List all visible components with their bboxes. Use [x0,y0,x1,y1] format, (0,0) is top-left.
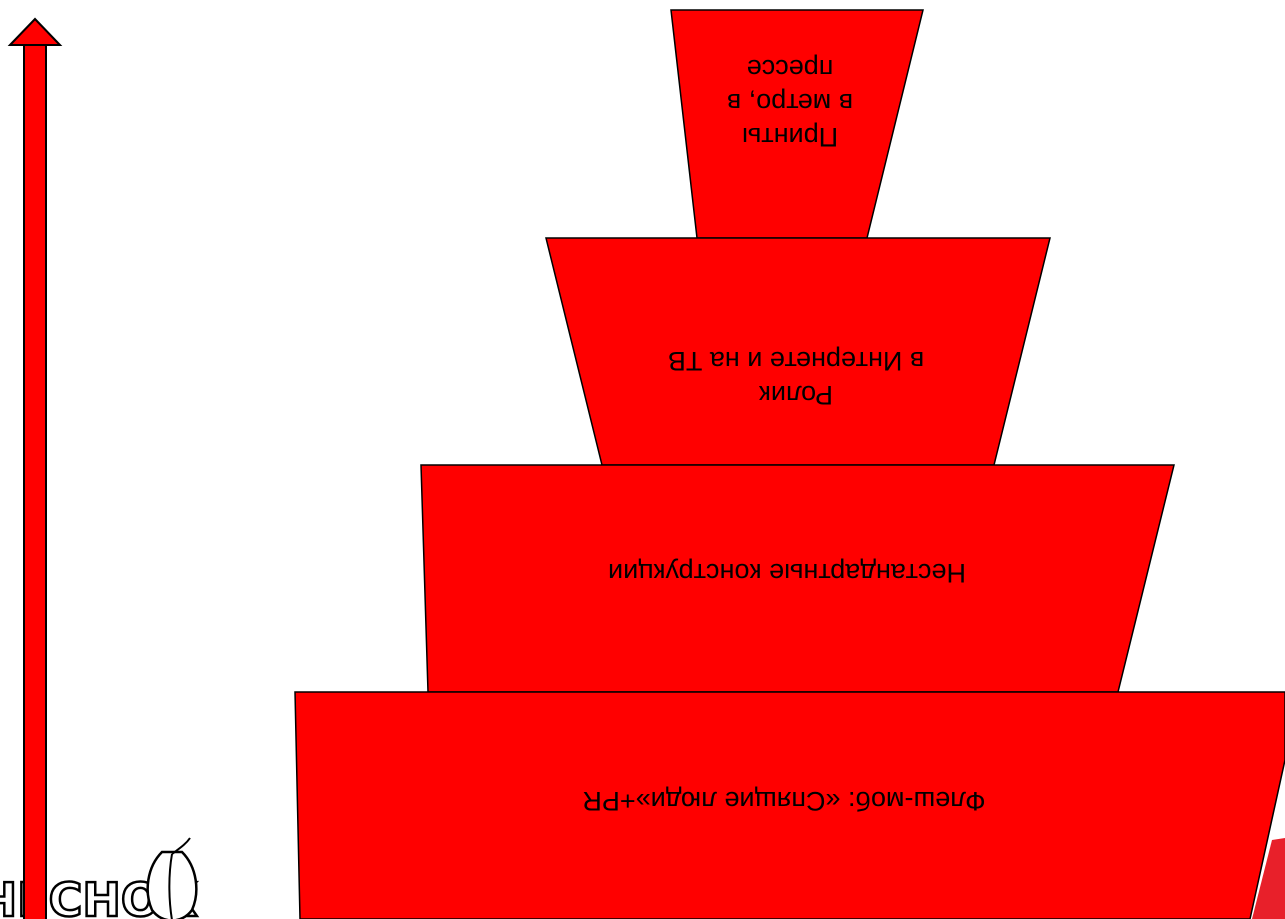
garlic-icon [146,837,198,919]
arrow-up-icon [7,17,63,919]
tier-4 [294,691,1285,919]
tier-1-line-3: прессе [747,54,834,84]
tier-4-line-1: Флеш-моб: «Спящие люди»+PR [582,786,985,816]
tier-3-line-1: Нестандартные конструкции [608,558,966,588]
tier-1-line-2: в метро, в [727,88,853,118]
tier-2-line-2: в Интернете и на ТВ [668,346,924,376]
corner-accent [1252,838,1285,919]
tier-2-line-1: Ролик [759,380,833,410]
tier-1-line-1: Принты [742,122,838,152]
